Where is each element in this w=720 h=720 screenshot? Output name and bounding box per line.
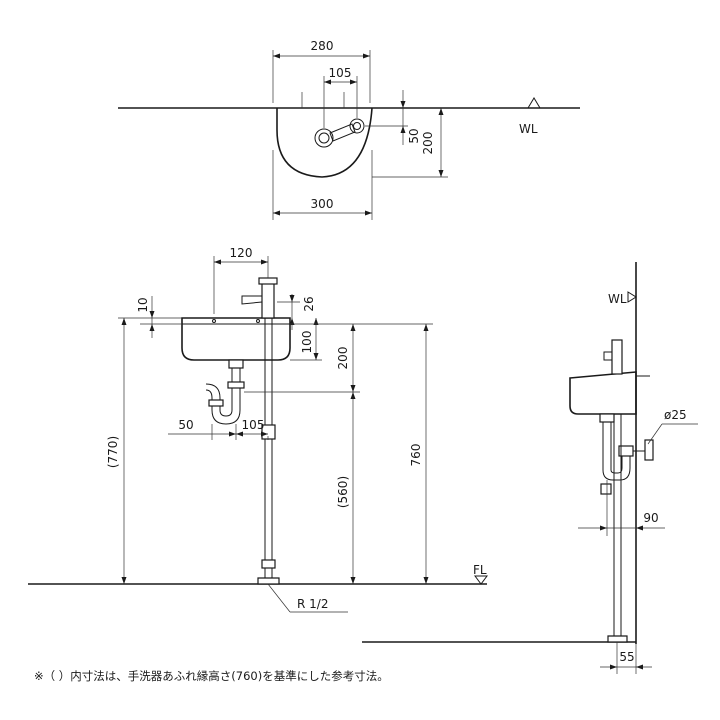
top-drain-outer	[314, 128, 334, 148]
fl-marker	[474, 575, 488, 585]
label-100: 100	[300, 331, 314, 354]
label-55: 55	[619, 650, 634, 664]
top-view: 280 105 50 200 300 WL	[118, 39, 580, 220]
label-front-50: 50	[178, 418, 193, 432]
arrow-105-left	[324, 79, 331, 85]
front-basin-body	[181, 317, 291, 361]
arrow-560-bottom	[350, 577, 356, 584]
side-trap-curve-outer	[602, 456, 631, 481]
label-770: (770)	[106, 436, 120, 468]
label-26: 26	[302, 296, 316, 311]
label-wl-top: WL	[519, 122, 538, 136]
front-trap-nut-top	[227, 381, 245, 389]
front-rim-hole-right	[256, 319, 260, 323]
top-basin-outline	[276, 107, 373, 178]
side-basin-body	[569, 371, 637, 415]
arrow-50-top	[400, 101, 406, 108]
label-fl: FL	[473, 563, 487, 577]
label-280: 280	[311, 39, 334, 53]
arrow-300-left	[273, 210, 280, 216]
label-r12: R 1/2	[297, 597, 328, 611]
top-faucet-stem	[353, 122, 361, 130]
label-200-top: 200	[421, 132, 435, 155]
front-trap-nut-bottom	[208, 399, 224, 407]
side-supply-floor-flange	[607, 635, 628, 643]
wl-marker-top	[527, 97, 541, 109]
side-faucet-spout	[603, 351, 612, 361]
front-drain-flange	[228, 359, 244, 369]
arrow-10-top	[149, 311, 155, 318]
wl-marker-side	[627, 291, 637, 303]
arrow-120-right	[261, 259, 268, 265]
footnote: ※（ ）内寸法は、手洗器あふれ縁高さ(760)を基準にした参考寸法。	[34, 669, 389, 683]
arrow-100-top	[313, 318, 319, 325]
front-faucet-spout	[241, 295, 263, 305]
arrow-55-right	[636, 664, 643, 670]
arrow-26-top	[289, 295, 295, 302]
arrow-front-105-right	[261, 431, 268, 437]
arrow-55-left	[610, 664, 617, 670]
label-50: 50	[407, 128, 421, 143]
front-supply-floor-flange	[257, 577, 280, 585]
front-supply-nut	[261, 559, 276, 569]
arrow-280-left	[273, 53, 280, 59]
label-90: 90	[643, 511, 658, 525]
label-300: 300	[311, 197, 334, 211]
arrow-200-front-bottom	[350, 385, 356, 392]
front-view: 120 10 26 100 200 50	[28, 246, 488, 613]
arrow-50-bottom	[400, 126, 406, 133]
label-front-105: 105	[242, 418, 265, 432]
label-760: 760	[409, 444, 423, 467]
side-drain-flange	[599, 413, 615, 423]
arrow-front-50-right	[229, 431, 236, 437]
front-trap-curve-inner	[205, 383, 233, 417]
side-view: WL ø25 90	[362, 262, 698, 674]
arrow-105-right	[350, 79, 357, 85]
arrow-200-bottom	[438, 170, 444, 177]
side-trap-curve-inner	[610, 456, 623, 474]
front-trap-curve-outer	[205, 389, 241, 425]
arrow-100-bottom	[313, 353, 319, 360]
arrow-26-bottom	[289, 318, 295, 325]
arrow-120-left	[214, 259, 221, 265]
label-560: (560)	[336, 476, 350, 508]
front-faucet-cap	[258, 277, 278, 285]
arrow-770-bottom	[121, 577, 127, 584]
side-wall-drain-fitting	[644, 439, 654, 461]
arrow-front-105-left	[236, 431, 243, 437]
arrow-200-front-top	[350, 324, 356, 331]
arrow-90-right	[636, 525, 643, 531]
arrow-560-top	[350, 392, 356, 399]
side-faucet-body	[611, 339, 623, 375]
arrow-760-bottom	[423, 577, 429, 584]
label-wl-side: WL	[608, 292, 627, 306]
label-d25: ø25	[664, 408, 687, 422]
arrow-280-right	[363, 53, 370, 59]
arrow-90-left	[600, 525, 607, 531]
arrow-770-top	[121, 318, 127, 325]
arrow-10-bottom	[149, 324, 155, 331]
top-faucet-body	[349, 118, 365, 134]
front-rim-hole-left	[212, 319, 216, 323]
top-drain-inner	[318, 132, 330, 144]
arrow-200-top	[438, 108, 444, 115]
front-faucet-body	[261, 281, 275, 319]
top-faucet-lever	[329, 123, 356, 142]
label-10: 10	[136, 297, 150, 312]
label-105-top: 105	[329, 66, 352, 80]
arrow-300-right	[365, 210, 372, 216]
leader-d25	[647, 423, 663, 445]
label-120: 120	[230, 246, 253, 260]
leader-r12	[267, 583, 291, 613]
arrow-760-top	[423, 324, 429, 331]
side-supply-valve	[600, 483, 612, 495]
label-200-front: 200	[336, 347, 350, 370]
